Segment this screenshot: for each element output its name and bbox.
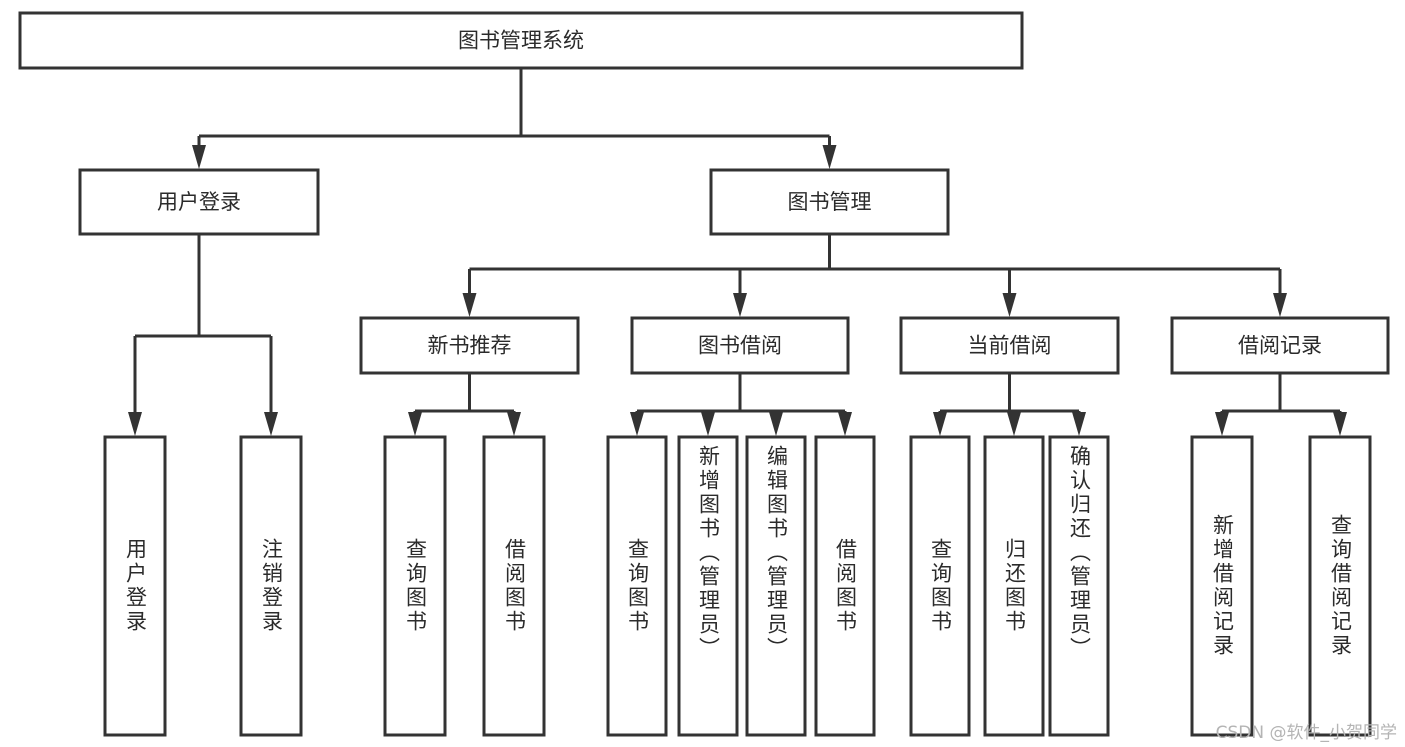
arrow-head-icon xyxy=(1002,293,1017,317)
leaf-box-leaf-query-book-1[interactable] xyxy=(383,435,447,737)
arrow-head-icon xyxy=(507,412,521,436)
leaf-box-leaf-user-login[interactable] xyxy=(103,435,167,737)
leaf-box-leaf-query-book-3[interactable] xyxy=(909,435,971,737)
leaf-box-leaf-add-record[interactable] xyxy=(1190,435,1254,737)
arrow-head-icon xyxy=(701,412,715,436)
node-label-user-login: 用户登录 xyxy=(157,190,241,214)
arrow-head-icon xyxy=(933,412,947,436)
node-label-borrow-record: 借阅记录 xyxy=(1238,334,1322,358)
connector-layer xyxy=(128,68,1347,436)
arrow-head-icon xyxy=(264,412,278,436)
watermark-text: CSDN @软件_小贺同学 xyxy=(1215,723,1397,743)
node-box-book-manage[interactable] xyxy=(709,168,950,236)
arrow-head-icon xyxy=(822,145,837,169)
node-box-borrow-record[interactable] xyxy=(1170,316,1390,375)
leaf-box-leaf-borrow-book-2[interactable] xyxy=(814,435,876,737)
node-label-root: 图书管理系统 xyxy=(458,29,584,53)
arrow-head-icon xyxy=(1273,293,1287,317)
node-label-new-book-recommend: 新书推荐 xyxy=(428,334,512,358)
node-box-new-book-recommend[interactable] xyxy=(359,316,580,375)
leaf-box-leaf-query-book-2[interactable] xyxy=(606,435,668,737)
leaf-box-leaf-confirm-return[interactable] xyxy=(1048,435,1110,737)
leaf-box-leaf-query-record[interactable] xyxy=(1308,435,1372,737)
arrow-head-icon xyxy=(1007,412,1021,436)
leaf-box-leaf-return-book[interactable] xyxy=(983,435,1045,737)
leaf-box-leaf-edit-book[interactable] xyxy=(745,435,807,737)
arrow-head-icon xyxy=(769,412,783,436)
node-box-user-login[interactable] xyxy=(78,168,320,236)
arrow-head-icon xyxy=(462,293,477,317)
node-label-current-borrow: 当前借阅 xyxy=(968,334,1052,358)
arrow-head-icon xyxy=(408,412,422,436)
leaf-box-leaf-borrow-book-1[interactable] xyxy=(482,435,546,737)
node-box-root[interactable] xyxy=(18,11,1024,70)
node-label-book-manage: 图书管理 xyxy=(788,190,872,214)
arrow-head-icon xyxy=(128,412,142,436)
leaf-box-leaf-add-book[interactable] xyxy=(677,435,739,737)
arrow-head-icon xyxy=(1215,412,1229,436)
node-box-layer xyxy=(18,11,1390,737)
leaf-box-leaf-logout[interactable] xyxy=(239,435,303,737)
node-box-book-borrow[interactable] xyxy=(630,316,850,375)
arrow-head-icon xyxy=(838,412,852,436)
arrow-head-icon xyxy=(630,412,644,436)
arrow-head-icon xyxy=(733,293,747,317)
arrow-head-icon xyxy=(1072,412,1086,436)
node-label-book-borrow: 图书借阅 xyxy=(698,334,782,358)
node-box-current-borrow[interactable] xyxy=(899,316,1120,375)
arrow-head-icon xyxy=(192,145,206,169)
arrow-head-icon xyxy=(1333,412,1347,436)
